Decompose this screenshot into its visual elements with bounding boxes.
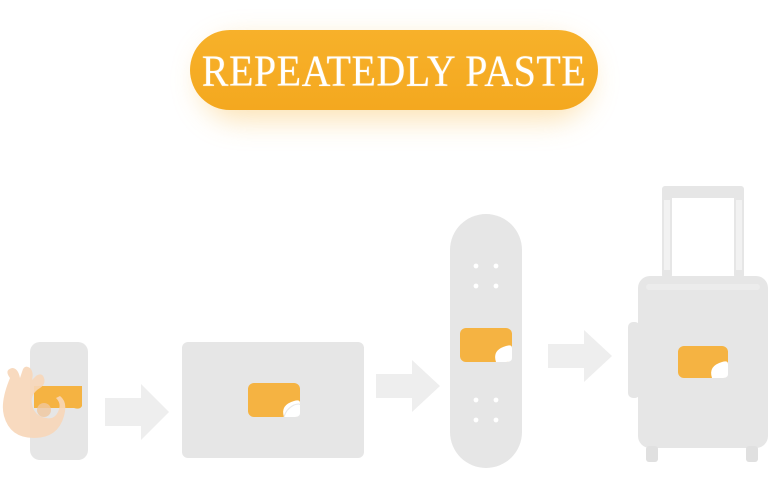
suitcase-icon bbox=[628, 186, 768, 462]
card-icon bbox=[182, 342, 364, 458]
hand-icon bbox=[2, 366, 66, 438]
title-banner: REPEATEDLY PASTE bbox=[190, 30, 598, 110]
sticker-icon bbox=[460, 328, 512, 362]
banner-title: REPEATEDLY PASTE bbox=[201, 44, 587, 96]
arrow-right-icon bbox=[376, 360, 440, 412]
arrow-right-icon bbox=[105, 384, 169, 440]
skateboard-icon bbox=[450, 214, 522, 468]
arrow-right-icon bbox=[548, 330, 612, 382]
sticker-icon bbox=[678, 346, 728, 378]
sticker-icon bbox=[248, 383, 301, 418]
